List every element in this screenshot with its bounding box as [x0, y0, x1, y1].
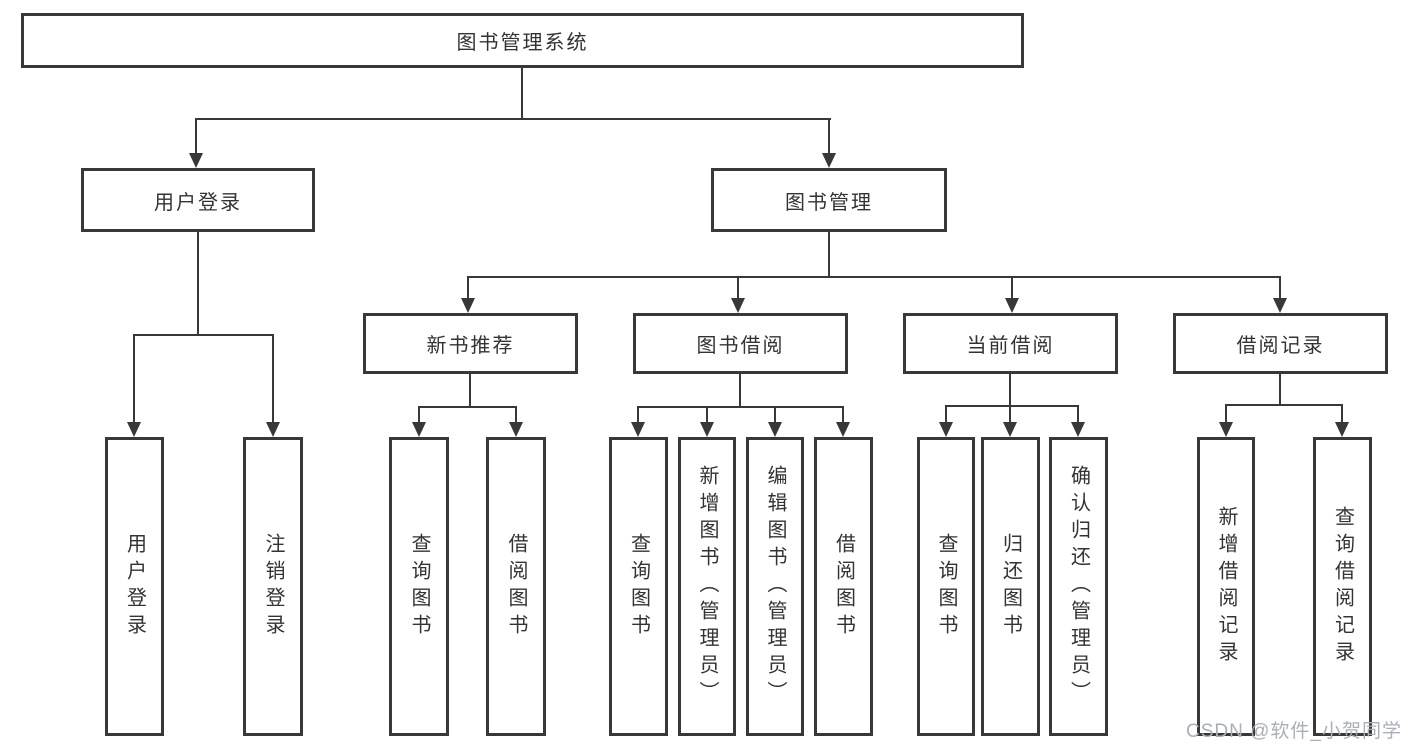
- node-label: 查询图书: [627, 532, 650, 641]
- node-new-book-recommendation: 新书推荐: [363, 313, 578, 374]
- node-label: 当前借阅: [966, 335, 1055, 357]
- arrow-down-icon: [700, 407, 714, 437]
- arrow-down-icon: [412, 407, 426, 437]
- node-label: 确认归还（管理员）: [1067, 465, 1090, 708]
- node-current-borrowing: 当前借阅: [903, 313, 1118, 374]
- arrow-down-icon: [1273, 277, 1287, 313]
- connector-line: [133, 334, 274, 336]
- node-label: 查询借阅记录: [1331, 505, 1354, 668]
- arrow-down-icon: [768, 407, 782, 437]
- arrow-down-icon: [1003, 406, 1017, 437]
- leaf-confirm-return-admin: 确认归还（管理员）: [1049, 437, 1108, 736]
- leaf-return-books: 归还图书: [981, 437, 1040, 736]
- node-label: 查询图书: [935, 532, 957, 641]
- connector-line: [1279, 374, 1281, 406]
- node-label: 借阅记录: [1236, 335, 1325, 357]
- connector-line: [469, 374, 471, 408]
- arrow-down-icon: [1335, 405, 1349, 437]
- connector-line: [637, 406, 844, 408]
- leaf-query-books-3: 查询图书: [917, 437, 975, 736]
- arrow-down-icon: [731, 277, 745, 313]
- arrow-down-icon: [1071, 406, 1085, 437]
- arrow-down-icon: [631, 407, 645, 437]
- connector-line: [418, 406, 517, 408]
- node-borrowing-records: 借阅记录: [1173, 313, 1388, 374]
- arrow-down-icon: [1219, 405, 1233, 437]
- connector-line: [1009, 374, 1011, 407]
- node-label: 图书借阅: [696, 335, 785, 357]
- node-label: 新书推荐: [426, 335, 515, 357]
- connector-line: [467, 276, 1281, 278]
- connector-line: [739, 374, 741, 408]
- node-label: 新增图书（管理员）: [696, 465, 718, 708]
- arrow-down-icon: [836, 407, 850, 437]
- connector-line: [197, 232, 199, 336]
- leaf-logout: 注销登录: [243, 437, 303, 736]
- connector-line: [195, 118, 831, 120]
- connector-line: [1225, 404, 1343, 406]
- leaf-add-borrow-record: 新增借阅记录: [1197, 437, 1255, 736]
- node-user-login-branch: 用户登录: [81, 168, 315, 232]
- node-label: 新增借阅记录: [1215, 505, 1237, 668]
- connector-line: [521, 68, 523, 119]
- leaf-borrow-books-1: 借阅图书: [486, 437, 546, 736]
- node-label: 图书管理系统: [456, 32, 589, 54]
- node-root-library-system: 图书管理系统: [21, 13, 1024, 68]
- connector-line: [945, 405, 1079, 407]
- leaf-add-books-admin: 新增图书（管理员）: [678, 437, 736, 736]
- node-book-borrowing: 图书借阅: [633, 313, 848, 374]
- csdn-watermark: CSDN @软件_小贺同学: [1186, 721, 1402, 742]
- arrow-down-icon: [939, 406, 953, 437]
- leaf-query-borrow-record: 查询借阅记录: [1313, 437, 1372, 736]
- leaf-edit-books-admin: 编辑图书（管理员）: [746, 437, 804, 736]
- node-label: 借阅图书: [832, 532, 855, 641]
- arrow-down-icon: [266, 335, 280, 437]
- node-label: 用户登录: [154, 191, 242, 214]
- leaf-user-login: 用户登录: [105, 437, 164, 736]
- leaf-query-books-2: 查询图书: [609, 437, 668, 736]
- arrow-down-icon: [127, 335, 141, 437]
- node-label: 编辑图书（管理员）: [764, 465, 786, 708]
- node-label: 归还图书: [999, 532, 1022, 641]
- leaf-query-books-1: 查询图书: [389, 437, 449, 736]
- arrow-down-icon: [509, 407, 523, 437]
- node-label: 查询图书: [408, 532, 430, 641]
- node-label: 借阅图书: [505, 532, 527, 641]
- node-label: 用户登录: [123, 532, 146, 641]
- arrow-down-icon: [1005, 277, 1019, 313]
- connector-line: [828, 232, 830, 278]
- node-label: 注销登录: [262, 532, 284, 641]
- leaf-borrow-books-2: 借阅图书: [814, 437, 873, 736]
- arrow-down-icon: [461, 277, 475, 313]
- arrow-down-icon: [822, 119, 836, 168]
- arrow-down-icon: [189, 119, 203, 168]
- node-label: 图书管理: [785, 191, 873, 214]
- node-book-management-branch: 图书管理: [711, 168, 947, 232]
